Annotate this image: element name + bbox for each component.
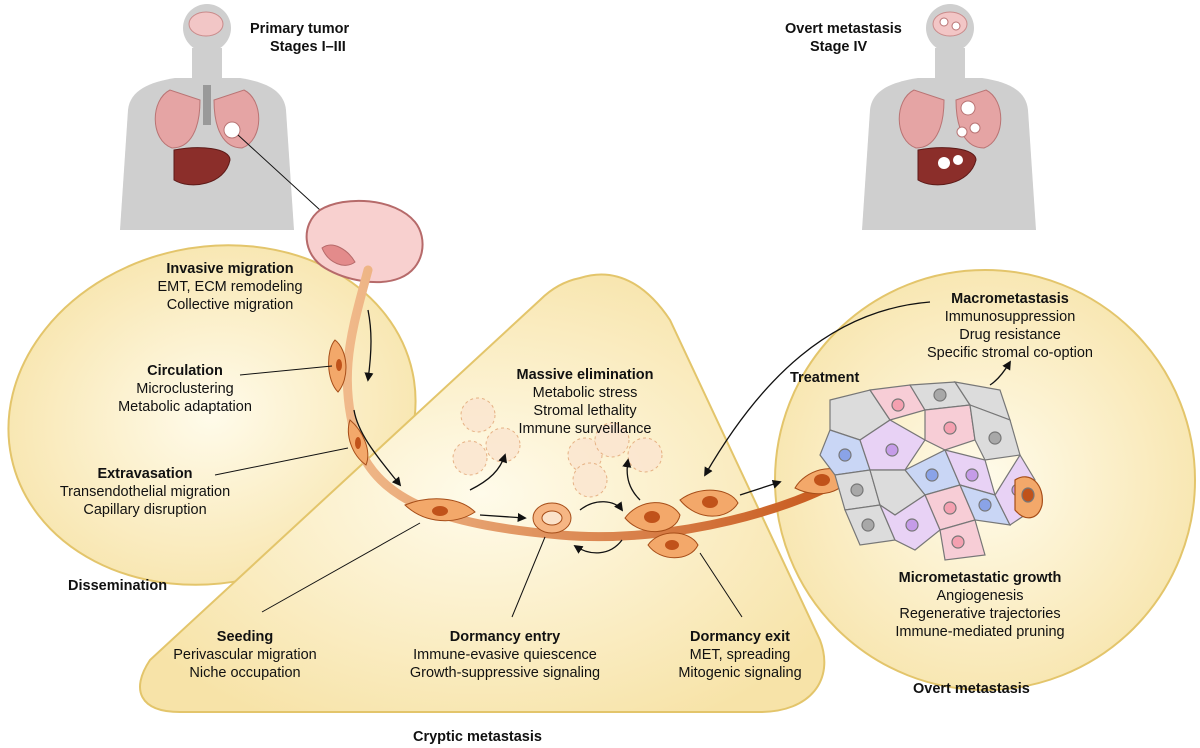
seeding-line-1: Perivascular migration — [173, 647, 317, 663]
massive-elimination-label: Massive elimination Metabolic stress Str… — [490, 366, 680, 438]
metastatic-cluster — [819, 381, 1043, 561]
extravasation-line-1: Transendothelial migration — [59, 484, 231, 500]
massive-elimination-line-2: Stromal lethality — [533, 403, 637, 419]
primary-tumor-title-text: Primary tumor — [250, 21, 350, 37]
extravasation-line-2: Capillary disruption — [83, 502, 207, 518]
proliferating-cells — [624, 489, 739, 559]
circulation-title: Circulation — [147, 363, 223, 379]
primary-tumor-mark — [223, 121, 241, 139]
massive-elimination-title: Massive elimination — [516, 367, 654, 383]
invasive-migration-line-2: Collective migration — [166, 297, 294, 313]
seeding-cell — [404, 498, 476, 522]
micrometastatic-growth-label: Micrometastatic growth Angiogenesis Rege… — [875, 569, 1085, 641]
invasive-migration-title: Invasive migration — [166, 261, 294, 277]
cryptic-metastasis-label: Cryptic metastasis — [413, 729, 542, 745]
circulation-line-1: Microclustering — [136, 381, 234, 397]
callout-lines — [214, 365, 743, 618]
micrometastatic-growth-title: Micrometastatic growth — [898, 570, 1062, 586]
macrometastasis-line-1: Immunosuppression — [944, 309, 1076, 325]
seeding-line-2: Niche occupation — [189, 665, 301, 681]
seeding-title: Seeding — [216, 629, 274, 645]
dormancy-entry-line-1: Immune-evasive quiescence — [413, 647, 597, 663]
circulation-label: Circulation Microclustering Metabolic ad… — [90, 362, 280, 416]
extravasation-title: Extravasation — [97, 466, 193, 482]
invasive-migration-line-1: EMT, ECM remodeling — [157, 279, 303, 295]
cryptic-zone — [139, 273, 826, 713]
invasive-migration-label: Invasive migration EMT, ECM remodeling C… — [135, 260, 325, 314]
macrometastasis-title: Macrometastasis — [951, 291, 1069, 307]
primary-tumor-title: Primary tumor Stages I–III — [250, 20, 349, 56]
body-primary — [120, 4, 294, 230]
dissemination-label: Dissemination — [68, 578, 168, 594]
massive-elimination-line-1: Metabolic stress — [532, 385, 638, 401]
tumor-invasion-front — [321, 244, 356, 266]
flow-arrows — [353, 301, 1011, 554]
dormancy-exit-title: Dormancy exit — [690, 629, 790, 645]
macrometastasis-label: Macrometastasis Immunosuppression Drug r… — [910, 290, 1110, 362]
seeding-label: Seeding Perivascular migration Niche occ… — [160, 628, 330, 682]
dormancy-exit-label: Dormancy exit MET, spreading Mitogenic s… — [655, 628, 825, 682]
overt-metastasis-title-text: Overt metastasis — [785, 21, 902, 37]
circulation-line-2: Metabolic adaptation — [118, 399, 252, 415]
macrometastasis-line-2: Drug resistance — [959, 327, 1061, 343]
massive-elimination-line-3: Immune surveillance — [518, 421, 652, 437]
micrometastatic-growth-line-1: Angiogenesis — [936, 588, 1024, 604]
dormancy-entry-line-2: Growth-suppressive signaling — [409, 665, 601, 681]
dormancy-exit-line-1: MET, spreading — [689, 647, 791, 663]
circulating-cell — [328, 339, 347, 393]
micrometastatic-growth-line-3: Immune-mediated pruning — [895, 624, 1065, 640]
primary-tumor-stage: Stages I–III — [270, 39, 346, 55]
dying-cells-left — [452, 397, 521, 476]
overt-metastasis-title: Overt metastasis Stage IV — [785, 20, 902, 56]
body-metastasis — [862, 4, 1036, 230]
overt-metastasis-stage: Stage IV — [810, 39, 868, 55]
extravasating-cell — [347, 419, 369, 466]
micrometastatic-growth-line-2: Regenerative trajectories — [899, 606, 1061, 622]
dormant-cell — [532, 502, 572, 534]
dormancy-entry-title: Dormancy entry — [449, 629, 561, 645]
overt-metastasis-zone-label: Overt metastasis — [913, 681, 1030, 697]
treatment-label: Treatment — [790, 370, 860, 386]
tumor-callout-line — [237, 134, 321, 211]
extravasation-label: Extravasation Transendothelial migration… — [45, 465, 245, 519]
dying-cells-right — [567, 422, 663, 498]
dormancy-entry-label: Dormancy entry Immune-evasive quiescence… — [395, 628, 615, 682]
macrometastasis-line-3: Specific stromal co-option — [926, 345, 1093, 361]
dormancy-exit-line-2: Mitogenic signaling — [678, 665, 802, 681]
